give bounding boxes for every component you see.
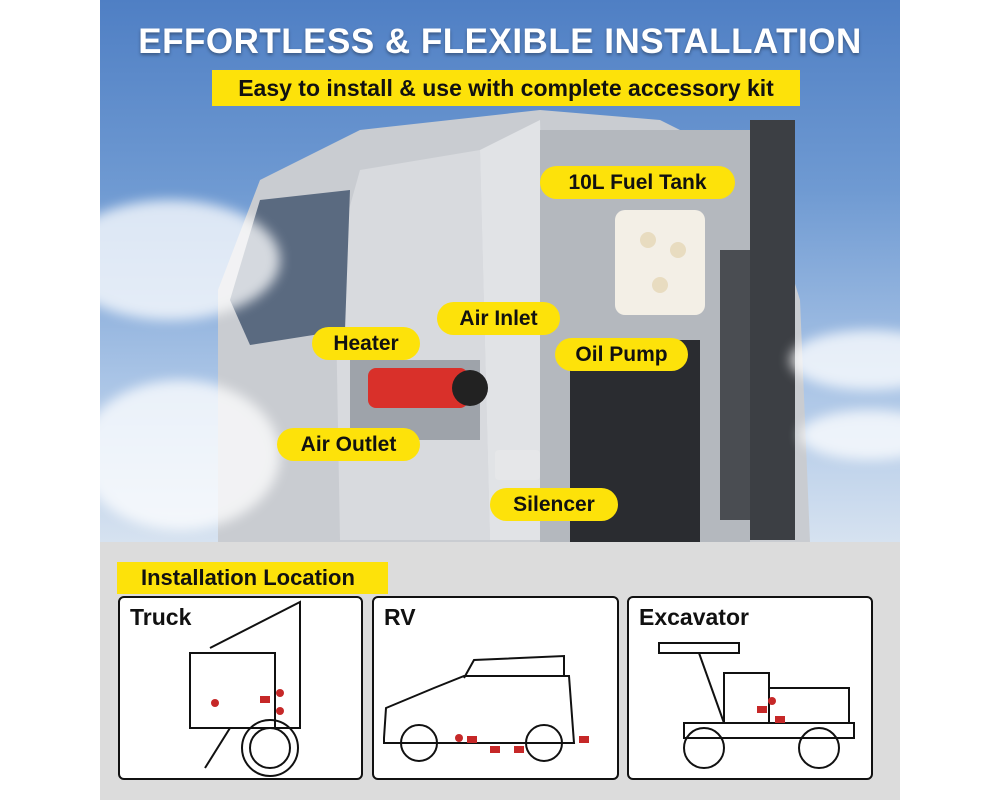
- card-rv: RV: [372, 596, 619, 780]
- card-truck: Truck: [118, 596, 363, 780]
- callout-heater: Heater: [312, 327, 420, 360]
- callout-air-inlet: Air Inlet: [437, 302, 560, 335]
- heater-unit: [368, 368, 468, 408]
- card-label: RV: [384, 604, 416, 630]
- card-label: Truck: [130, 604, 192, 630]
- callout-air-outlet: Air Outlet: [277, 428, 420, 461]
- subtitle-banner: Easy to install & use with complete acce…: [212, 70, 800, 106]
- page-title: EFFORTLESS & FLEXIBLE INSTALLATION: [138, 22, 862, 61]
- card-label: Excavator: [639, 604, 749, 630]
- card-excavator: Excavator: [627, 596, 873, 780]
- truck-icon: [189, 600, 301, 777]
- callout-silencer: Silencer: [490, 488, 618, 521]
- fuel-tank: [615, 210, 705, 315]
- excavator-icon: [658, 642, 855, 769]
- rv-icon: [383, 654, 589, 762]
- callout-oil-pump: Oil Pump: [555, 338, 688, 371]
- callout-fuel-tank: 10L Fuel Tank: [540, 166, 735, 199]
- installation-title: Installation Location: [117, 562, 388, 594]
